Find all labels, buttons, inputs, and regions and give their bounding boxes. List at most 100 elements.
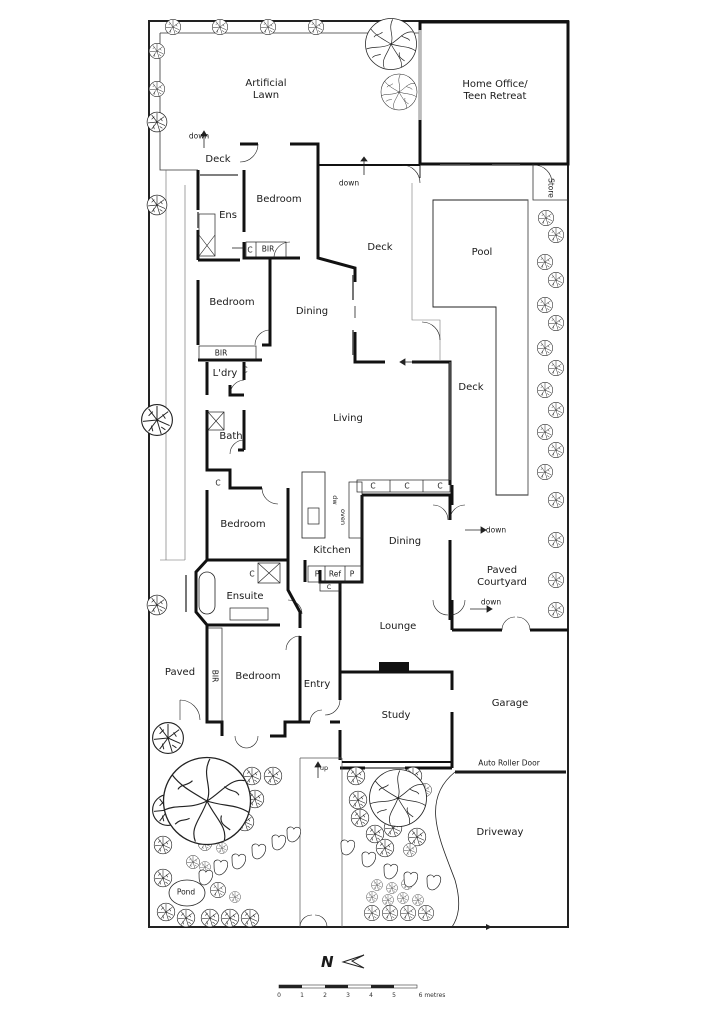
- room-deck-side: Deck: [458, 382, 484, 393]
- room-entry: Entry: [303, 679, 331, 690]
- shrub-icon: [210, 882, 226, 898]
- stepping-stone-icon: [340, 839, 356, 856]
- auto-roller-door-label: Auto Roller Door: [478, 758, 540, 768]
- shrub-icon: [397, 892, 409, 904]
- stepping-stone-icon: [198, 869, 214, 886]
- scale-bar: [278, 984, 418, 989]
- fireplace: [379, 662, 409, 672]
- room-kitchen: Kitchen: [313, 545, 351, 556]
- pantry-2: P: [349, 569, 355, 579]
- room-garage: Garage: [491, 698, 529, 709]
- stepping-stone-icon: [286, 826, 302, 843]
- room-lounge: Lounge: [379, 621, 417, 632]
- cupboard-kitchen-3: C: [437, 481, 443, 491]
- tree-icon: [162, 756, 252, 846]
- down-label-deck: down: [188, 131, 210, 141]
- shrub-icon: [308, 19, 324, 35]
- shrub-icon: [403, 843, 417, 857]
- room-driveway: Driveway: [476, 827, 524, 838]
- tree-icon: [365, 18, 417, 70]
- shrub-icon: [350, 808, 370, 828]
- shrub-icon: [240, 908, 260, 928]
- shrub-icon: [212, 19, 228, 35]
- room-living: Living: [333, 413, 363, 424]
- shrub-icon: [386, 882, 398, 894]
- room-artificial-lawn: Artificial Lawn: [245, 78, 287, 101]
- scale-tick-label: 2: [323, 992, 327, 999]
- shrub-icon: [348, 790, 368, 810]
- room-bedroom-3: Bedroom: [220, 519, 266, 530]
- north-label: N: [321, 953, 334, 971]
- shrub-icon: [548, 315, 564, 331]
- cupboard-bath: C: [215, 478, 221, 488]
- scale-tick-label: 3: [346, 992, 350, 999]
- shrub-icon: [382, 905, 398, 921]
- shrub-icon: [260, 19, 276, 35]
- shrub-icon: [548, 360, 564, 376]
- shrub-icon: [229, 891, 241, 903]
- shrub-icon: [375, 838, 395, 858]
- shrub-icon: [366, 891, 378, 903]
- shrub-icon: [548, 492, 564, 508]
- pond-outline: [168, 879, 206, 907]
- shrub-icon: [152, 722, 184, 754]
- scale-tick-label: 1: [300, 992, 304, 999]
- shrub-icon: [176, 908, 196, 928]
- room-paved: Paved: [164, 667, 196, 678]
- shrub-icon: [548, 602, 564, 618]
- stepping-stone-icon: [426, 874, 442, 891]
- oven-label: oven: [339, 509, 347, 525]
- room-ens: Ens: [219, 210, 237, 221]
- room-bedroom-1: Bedroom: [256, 194, 302, 205]
- room-study: Study: [381, 710, 411, 721]
- up-label-entry: up: [319, 764, 329, 772]
- room-bedroom-4: Bedroom: [235, 671, 281, 682]
- cupboard-laundry: C: [242, 365, 248, 375]
- shrub-icon: [548, 272, 564, 288]
- room-dining-2: Dining: [388, 536, 422, 547]
- dishwasher-label: dw: [331, 495, 339, 505]
- shrub-icon: [200, 908, 220, 928]
- shrub-icon: [382, 894, 394, 906]
- shrub-icon: [216, 842, 228, 854]
- shrub-icon: [141, 404, 173, 436]
- room-deck-main: Deck: [367, 242, 393, 253]
- shrub-icon: [165, 19, 181, 35]
- shrub-icon: [537, 254, 553, 270]
- room-ensuite: Ensuite: [226, 591, 264, 602]
- shrub-icon: [537, 382, 553, 398]
- shrub-icon: [537, 340, 553, 356]
- shrub-icon: [371, 879, 383, 891]
- room-bir-1: BIR: [261, 244, 275, 254]
- shrub-icon: [220, 908, 240, 928]
- tree-icon: [369, 769, 427, 827]
- shrub-icon: [146, 594, 168, 616]
- shrub-icon: [537, 297, 553, 313]
- cupboard-1: C: [247, 245, 253, 255]
- pond-label: Pond: [176, 887, 196, 897]
- property-boundary: [148, 20, 569, 928]
- room-store: Store: [546, 178, 556, 198]
- shrub-icon: [263, 766, 283, 786]
- stepping-stone-icon: [403, 871, 419, 888]
- shrub-icon: [153, 835, 173, 855]
- cupboard-pantry: C: [326, 583, 332, 591]
- scale-tick-label: 5: [392, 992, 396, 999]
- shrub-icon: [149, 81, 165, 97]
- shrub-icon: [186, 855, 200, 869]
- shrub-icon: [400, 905, 416, 921]
- room-bedroom-2: Bedroom: [209, 297, 255, 308]
- room-deck-top: Deck: [205, 154, 231, 165]
- shrub-icon: [538, 210, 554, 226]
- stepping-stone-icon: [231, 853, 247, 870]
- room-bath: Bath: [219, 431, 243, 442]
- scale-tick-label: 0: [277, 992, 281, 999]
- room-paved-courtyard: Paved Courtyard: [477, 565, 527, 588]
- stepping-stone-icon: [213, 859, 229, 876]
- shrub-icon: [153, 868, 173, 888]
- shrub-icon: [364, 905, 380, 921]
- tree-icon: [380, 73, 418, 111]
- shrub-icon: [146, 194, 168, 216]
- north-arrow-icon: [341, 954, 365, 969]
- shrub-icon: [548, 442, 564, 458]
